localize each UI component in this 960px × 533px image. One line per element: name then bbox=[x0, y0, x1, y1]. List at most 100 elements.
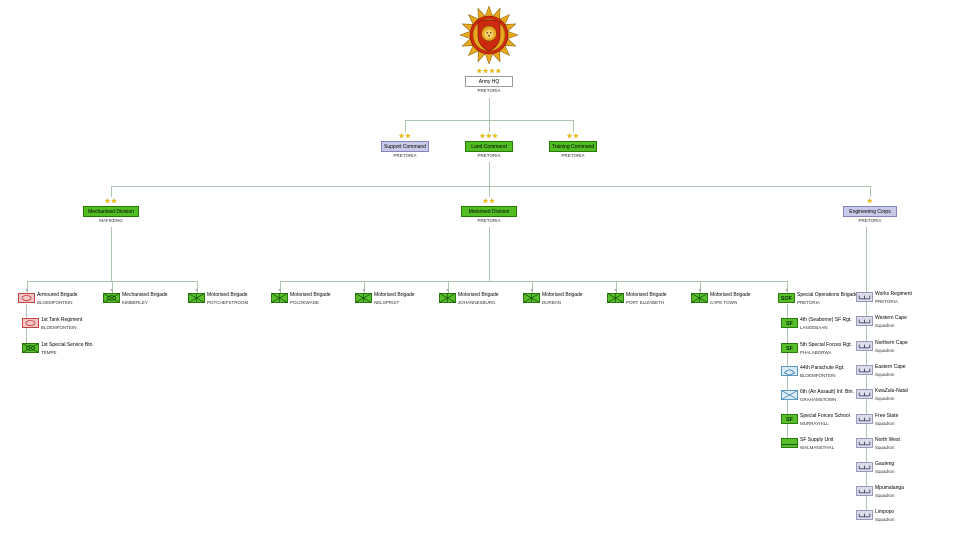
free-state-squadron[interactable]: Free State bbox=[875, 413, 899, 419]
location-label: Squadron bbox=[875, 516, 895, 522]
special-forces-school[interactable]: Special Forces School bbox=[800, 413, 850, 419]
5th-special-forces-regiment[interactable]: 5th Special Forces Rgt. bbox=[800, 342, 852, 348]
44th-parachute-regiment[interactable]: 44th Parachute Rgt. bbox=[800, 365, 845, 371]
connector-line bbox=[197, 281, 198, 293]
location-label: MAFIKENG bbox=[99, 218, 123, 223]
mechanised-division[interactable]: Mechanised Division bbox=[83, 206, 139, 217]
location-label: PRETORIA bbox=[477, 153, 501, 158]
echelon-mark: x bbox=[446, 287, 449, 292]
works-regiment[interactable]: Works Regiment bbox=[875, 291, 912, 297]
connector-line bbox=[532, 281, 533, 293]
1st-tank-regiment[interactable]: 1st Tank Regiment bbox=[41, 317, 83, 323]
connector-line bbox=[489, 98, 490, 120]
army-hq[interactable]: Army HQ bbox=[465, 76, 513, 87]
1st-special-service-battalion-node: 1st Special Service Btn.TEMPE bbox=[22, 343, 94, 355]
connector-line bbox=[489, 186, 490, 197]
mot-unit-icon bbox=[523, 293, 540, 303]
1st-special-service-battalion[interactable]: 1st Special Service Btn. bbox=[41, 342, 94, 348]
motorised-brigade-cape-town[interactable]: Motorised Brigade bbox=[710, 292, 751, 298]
connector-line bbox=[489, 227, 490, 281]
motorised-brigade-durban[interactable]: Motorised Brigade bbox=[542, 292, 583, 298]
eastern-cape-squadron[interactable]: Eastern Cape bbox=[875, 364, 906, 370]
mechanised-brigade[interactable]: Mechanised Brigade bbox=[122, 292, 168, 298]
gauteng-squadron[interactable]: Gauteng bbox=[875, 461, 895, 467]
location-label: POTCHEFSTROOM bbox=[207, 299, 249, 305]
connector-line bbox=[787, 281, 788, 293]
echelon-mark: x bbox=[195, 287, 198, 292]
limpopo-squadron[interactable]: Limpopo bbox=[875, 509, 895, 515]
connector-line bbox=[364, 281, 365, 293]
svg-text:SF: SF bbox=[786, 321, 794, 327]
connector-line bbox=[405, 120, 406, 132]
training-command[interactable]: Training Command bbox=[549, 141, 597, 152]
rank-stars: ★★ bbox=[104, 198, 118, 205]
connector-line bbox=[280, 281, 788, 282]
armoured-brigade[interactable]: Armoured Brigade bbox=[37, 292, 78, 298]
kwazulu-natal-squadron[interactable]: KwaZulu-Natal bbox=[875, 388, 908, 394]
motorised-brigade-potchefstroom[interactable]: Motorised Brigade bbox=[207, 292, 248, 298]
rank-stars: ★★ bbox=[482, 198, 496, 205]
land-command[interactable]: Land Command bbox=[465, 141, 513, 152]
location-label: Squadron bbox=[875, 347, 895, 353]
44th-parachute-regiment-node: 44th Parachute Rgt.BLOEMFONTEIN bbox=[781, 366, 844, 378]
motorised-division[interactable]: Motorised Division bbox=[461, 206, 517, 217]
eng-unit-icon bbox=[856, 316, 873, 326]
echelon-mark: x bbox=[614, 287, 617, 292]
connector-line bbox=[112, 281, 113, 293]
support-command[interactable]: Support Command bbox=[381, 141, 429, 152]
para-unit-icon bbox=[781, 366, 798, 376]
motorised-brigade-port-elizabeth[interactable]: Motorised Brigade bbox=[626, 292, 667, 298]
eng-unit-icon bbox=[856, 292, 873, 302]
6th-air-assault-infantry-battalion-node: 6th (Air Assault) Inf. Btn.GRAHAMSTOWN bbox=[781, 390, 854, 402]
motorised-brigade-nelspruit[interactable]: Motorised Brigade bbox=[374, 292, 415, 298]
motorised-brigade-johannesburg[interactable]: Motorised Brigade bbox=[458, 292, 499, 298]
location-label: TEMPE bbox=[41, 349, 57, 355]
engineering-corps[interactable]: Engineering Corps bbox=[843, 206, 897, 217]
sf-unit-icon: SF bbox=[781, 414, 798, 424]
western-cape-squadron[interactable]: Western Cape bbox=[875, 315, 907, 321]
rank-stars: ★★ bbox=[398, 133, 412, 140]
eng-unit-icon bbox=[856, 462, 873, 472]
special-operations-brigade[interactable]: Special Operations Brigade bbox=[797, 292, 858, 298]
eng-unit-icon bbox=[856, 510, 873, 520]
connector-line bbox=[870, 186, 871, 197]
connector-line bbox=[111, 227, 112, 281]
svg-text:SF: SF bbox=[786, 417, 794, 423]
sf-supply-unit[interactable]: SF Supply Unit bbox=[800, 437, 834, 443]
location-label: BLOEMFONTEIN bbox=[800, 372, 836, 378]
mpumalanga-squadron[interactable]: Mpumalanga bbox=[875, 485, 904, 491]
location-label: BLOEMFONTEIN bbox=[41, 324, 77, 330]
4th-seaborne-sf-regiment[interactable]: 4th (Seaborne) SF Rgt. bbox=[800, 317, 852, 323]
svg-text:SOF: SOF bbox=[781, 296, 793, 302]
location-label: Squadron bbox=[875, 395, 895, 401]
northern-cape-squadron[interactable]: Northern Cape bbox=[875, 340, 908, 346]
location-label: Squadron bbox=[875, 322, 895, 328]
sf-unit-icon: SF bbox=[781, 343, 798, 353]
location-label: PRETORIA bbox=[477, 218, 501, 223]
army-emblem-icon bbox=[459, 5, 519, 65]
motorised-brigade-polokwane[interactable]: Motorised Brigade bbox=[290, 292, 331, 298]
north-west-squadron[interactable]: North West bbox=[875, 437, 900, 443]
6th-air-assault-infantry-battalion[interactable]: 6th (Air Assault) Inf. Btn. bbox=[800, 389, 854, 395]
connector-line bbox=[489, 120, 490, 132]
